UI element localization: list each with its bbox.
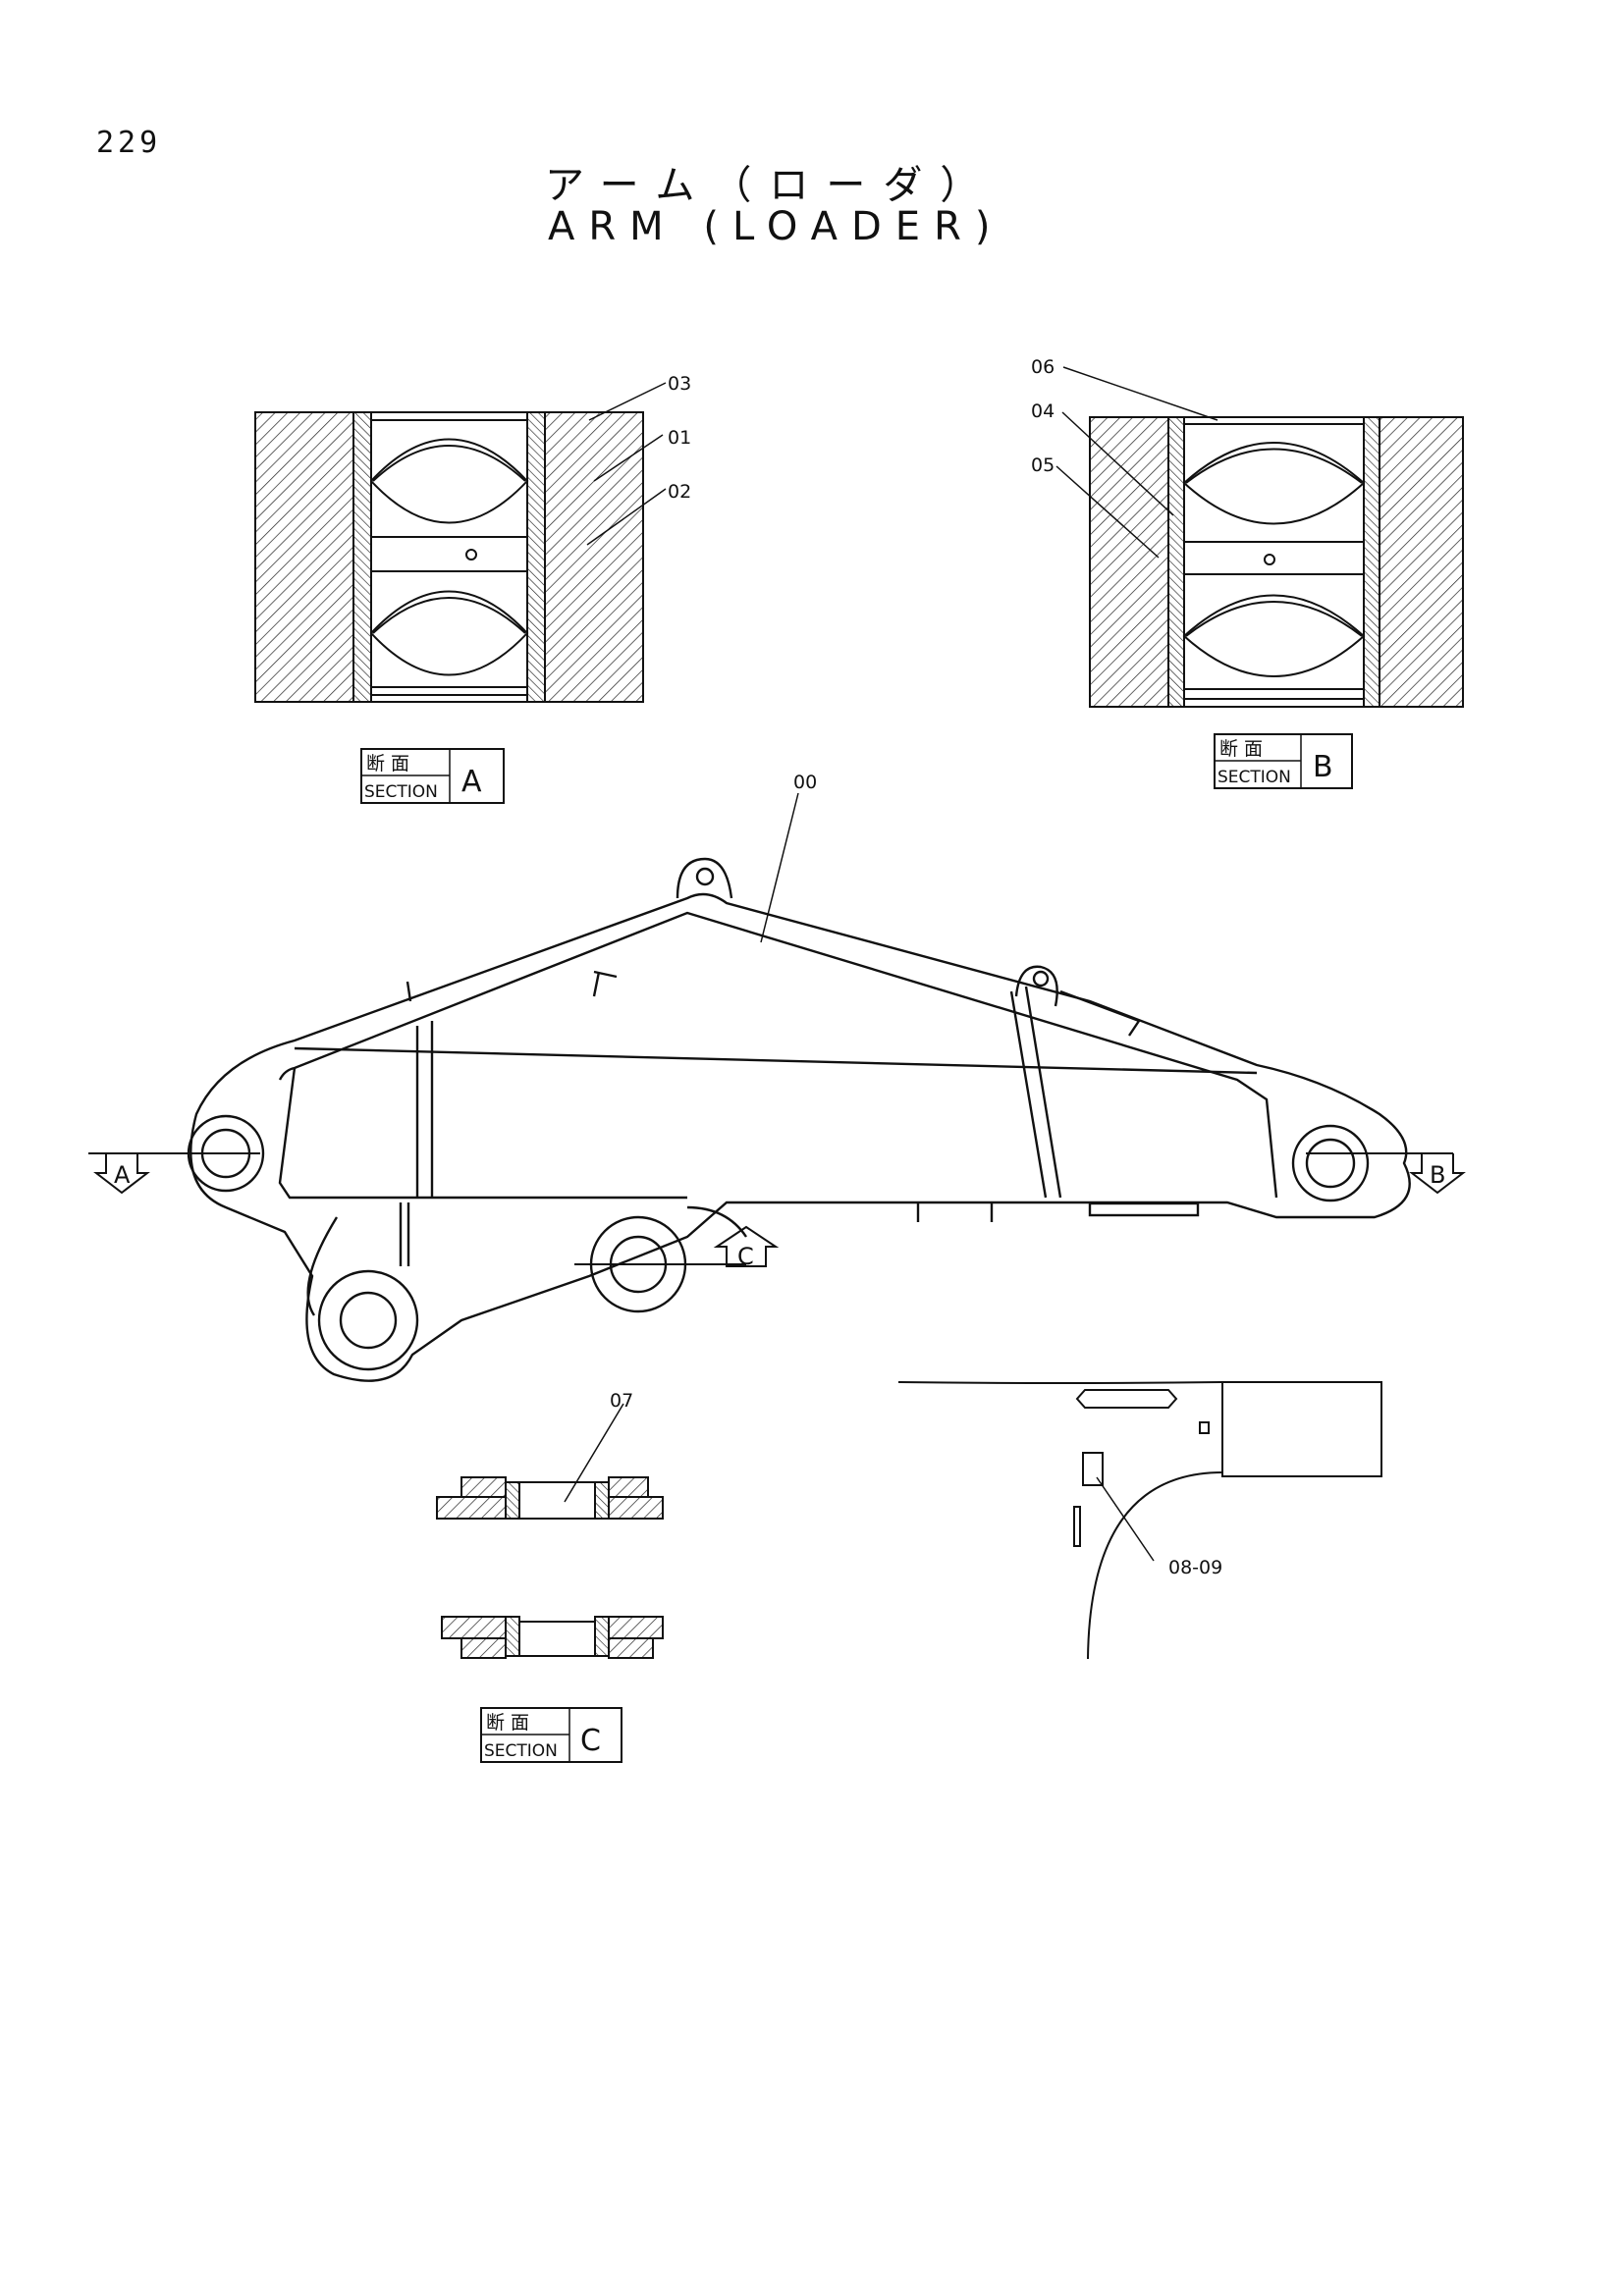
section-a-view bbox=[254, 411, 644, 703]
section-a-letter: A bbox=[461, 765, 482, 799]
section-c-view bbox=[436, 1476, 664, 1659]
callout-07: 07 bbox=[610, 1390, 633, 1412]
callout-01: 01 bbox=[668, 427, 691, 449]
title-japanese: アーム（ローダ） bbox=[545, 163, 998, 208]
callout-03: 03 bbox=[668, 373, 691, 395]
callout-02: 02 bbox=[668, 481, 691, 503]
title-english: ARM (LOADER) bbox=[548, 204, 1004, 249]
section-c-letter: C bbox=[580, 1724, 601, 1758]
arm-body bbox=[187, 857, 1411, 1382]
callout-08-09: 08-09 bbox=[1168, 1557, 1222, 1578]
view-arrow-a-label: A bbox=[114, 1161, 131, 1189]
callout-06: 06 bbox=[1031, 356, 1055, 378]
view-arrow-c-label: C bbox=[737, 1243, 754, 1270]
section-b-label: 断 面 SECTION B bbox=[1214, 733, 1353, 789]
page-number: 229 bbox=[96, 126, 162, 160]
view-arrow-b-label: B bbox=[1430, 1161, 1445, 1189]
section-c-en: SECTION bbox=[484, 1741, 558, 1761]
callout-00: 00 bbox=[793, 772, 817, 793]
section-b-jp: 断 面 bbox=[1219, 738, 1263, 760]
view-arrows bbox=[88, 1152, 1466, 1267]
section-b-en: SECTION bbox=[1217, 768, 1291, 787]
section-a-jp: 断 面 bbox=[366, 753, 409, 774]
section-a-en: SECTION bbox=[364, 782, 438, 802]
section-c-label: 断 面 SECTION C bbox=[480, 1707, 622, 1763]
section-b-letter: B bbox=[1313, 750, 1333, 784]
section-a-label: 断 面 SECTION A bbox=[360, 748, 505, 804]
detail-08-09-view bbox=[897, 1381, 1382, 1660]
callout-05: 05 bbox=[1031, 454, 1055, 476]
section-c-jp: 断 面 bbox=[486, 1712, 529, 1734]
callout-04: 04 bbox=[1031, 400, 1055, 422]
section-b-view bbox=[1089, 416, 1464, 708]
leader-lines bbox=[564, 366, 1218, 1562]
